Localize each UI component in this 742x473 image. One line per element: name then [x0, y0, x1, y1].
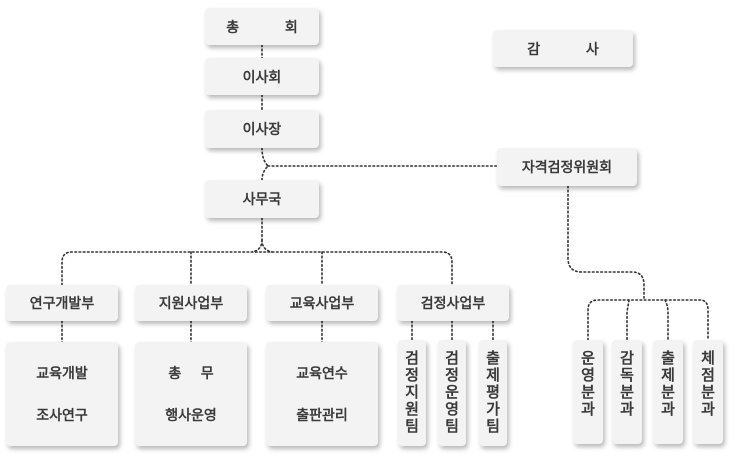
exam-team-label: 출제평가팀 — [483, 350, 502, 435]
rnd-items-box: 교육개발 조사연구 — [6, 342, 118, 446]
secretariat-box: 사무국 — [205, 180, 319, 218]
education-items-box: 교육연수 출판관리 — [266, 342, 378, 446]
dept-exam-box: 검정사업부 — [397, 285, 509, 321]
line-sub-2 — [626, 299, 630, 341]
subcommittee-box: 감독분과 — [612, 340, 642, 444]
rnd-item: 교육개발 — [36, 366, 88, 383]
line-exam-teams — [411, 320, 494, 341]
subcommittee-box: 운영분과 — [573, 340, 603, 444]
secretariat-label: 사무국 — [242, 192, 282, 208]
committee-box: 자격검정위원회 — [497, 148, 637, 186]
line-chairman-secretariat — [261, 147, 270, 181]
exam-team-box: 출제평가팀 — [479, 340, 507, 446]
subcommittee-box: 출제분과 — [653, 340, 683, 444]
subcommittee-label: 체점분과 — [698, 350, 717, 418]
general-meeting-box: 총 회 — [205, 8, 319, 45]
education-item: 출판관리 — [296, 407, 348, 424]
line-sub-3 — [664, 299, 669, 341]
subcommittee-label: 감독분과 — [617, 350, 636, 418]
chairman-label: 이사장 — [242, 122, 282, 138]
auditor-box: 감 사 — [493, 30, 633, 67]
exam-team-label: 검정지원팀 — [402, 350, 421, 435]
dept-support-box: 지원사업부 — [135, 285, 247, 321]
line-committee-down — [567, 185, 645, 299]
dept-education-box: 교육사업부 — [266, 285, 378, 321]
exam-team-box: 검정운영팀 — [438, 340, 466, 446]
support-items-box: 총 무 행사운영 — [135, 342, 247, 446]
line-bus-center — [251, 239, 273, 253]
subcommittee-label: 운영분과 — [578, 350, 597, 418]
board-box: 이사회 — [205, 58, 319, 95]
auditor-label: 감 사 — [527, 41, 611, 58]
support-item: 총 무 — [168, 366, 214, 383]
dept-support-label: 지원사업부 — [158, 296, 224, 312]
subcommittee-label: 출제분과 — [658, 350, 677, 418]
general-meeting-label: 총 회 — [226, 19, 310, 36]
dept-rnd-label: 연구개발부 — [29, 296, 95, 312]
education-item: 교육연수 — [296, 366, 348, 383]
dept-education-label: 교육사업부 — [289, 296, 355, 312]
exam-team-box: 검정지원팀 — [398, 340, 426, 446]
support-item: 행사운영 — [165, 407, 217, 424]
dept-rnd-box: 연구개발부 — [6, 285, 118, 321]
board-label: 이사회 — [242, 69, 282, 86]
chairman-box: 이사장 — [205, 110, 319, 148]
dept-exam-label: 검정사업부 — [420, 296, 486, 312]
exam-team-label: 검정운영팀 — [442, 350, 461, 435]
line-sub-bus — [587, 299, 709, 341]
line-dept-bus — [61, 251, 453, 286]
subcommittee-box: 체점분과 — [693, 340, 723, 444]
committee-label: 자격검정위원회 — [521, 160, 613, 176]
rnd-item: 조사연구 — [36, 407, 88, 424]
